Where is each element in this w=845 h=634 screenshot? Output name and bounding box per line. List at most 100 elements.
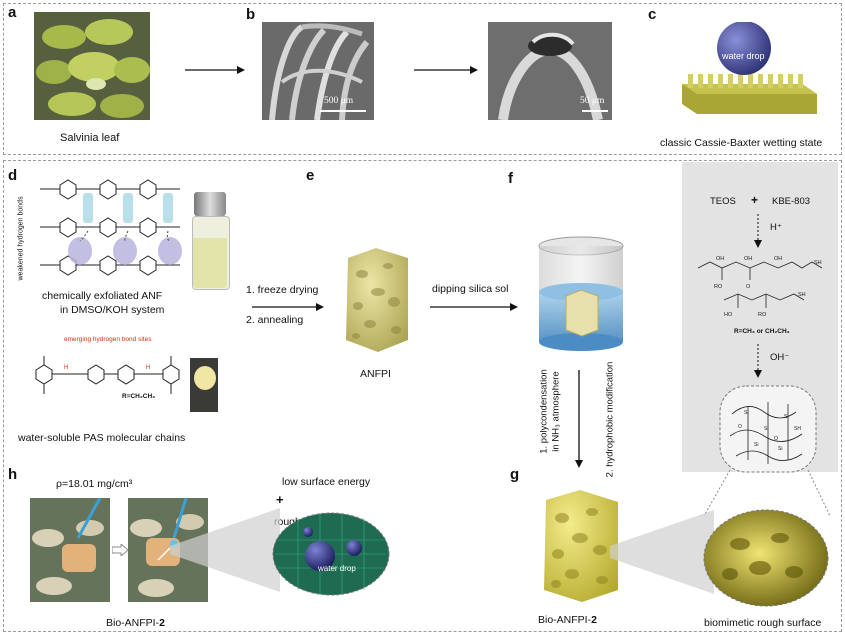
biomimetic-surface-caption: biomimetic rough surface [704, 617, 822, 629]
plus-sign-h: + [276, 492, 284, 507]
svg-text:H: H [146, 365, 150, 371]
cassie-caption: classic Cassie-Baxter wetting state [660, 137, 823, 149]
svg-text:SH: SH [794, 426, 801, 432]
svg-text:HO: HO [724, 312, 733, 318]
bio-anfpi-num-h: 2 [159, 617, 165, 629]
bio-anfpi-caption-g: Bio-ANFPI-2 [538, 614, 597, 626]
svg-text:Si: Si [764, 426, 768, 432]
sem-eggbeater-drawing [488, 22, 612, 120]
svg-text:Si: Si [778, 446, 782, 452]
zoom-wedge-g [610, 510, 714, 594]
kbe-label: KBE-803 [772, 196, 811, 207]
pas-structure-drawing: H H [35, 356, 180, 394]
panel-letter-f: f [508, 170, 513, 187]
rough-surface-zoom-drawing [703, 509, 829, 607]
panel-letter-a: a [8, 4, 17, 21]
bio-anfpi-num-g: 2 [591, 614, 597, 626]
density-label: ρ=18.01 mg/cm³ [56, 478, 133, 490]
arrow-d-to-e [252, 303, 324, 311]
top-panel-frame [3, 3, 842, 155]
hydrophobic-label-wrap: 2. hydrophobic modification [602, 362, 616, 478]
svg-text:Si: Si [744, 410, 748, 416]
zoom-connector-lines [703, 470, 831, 517]
scalebar-50 [582, 110, 608, 112]
pas-caption: water-soluble PAS molecular chains [18, 432, 186, 444]
polycondensation-line1: 1. polycondensation [538, 369, 550, 454]
anfpi-sponge-drawing [346, 248, 408, 352]
grass-sponge-drawing-1 [30, 498, 110, 602]
arrow-e-to-f [430, 303, 518, 311]
panel-letter-h: h [8, 466, 18, 483]
svg-text:SH: SH [798, 292, 806, 298]
scalebar-500 [320, 110, 366, 112]
salvinia-leaves-drawing [34, 12, 150, 120]
anf-structure-drawing [40, 179, 182, 276]
plus-sign-right: + [751, 193, 759, 207]
panel-letter-d: d [8, 167, 18, 184]
emerging-hbond-label: emerging hydrogen bond sites [64, 336, 152, 343]
panel-letter-b: b [246, 6, 256, 23]
svg-text:OH: OH [774, 256, 782, 262]
anf-caption-line2: in DMSO/KOH system [60, 304, 165, 316]
svg-text:RO: RO [758, 312, 767, 318]
salvinia-leaf-photo [34, 12, 150, 120]
cassie-baxter-drawing [682, 22, 817, 114]
svg-text:Si: Si [784, 414, 788, 420]
anf-caption-line1: chemically exfoliated ANF [42, 290, 163, 302]
bottom-panel-frame [3, 160, 842, 632]
rough-surface-drop-zoom [272, 512, 390, 596]
sem-image-50um: 50 μm [488, 22, 612, 120]
bio-anfpi-caption-h: Bio-ANFPI-2 [106, 617, 165, 629]
svg-text:Si: Si [754, 442, 758, 448]
bio-anfpi-text-h: Bio-ANFPI- [106, 617, 160, 629]
sem-image-500um: 500 μm [262, 22, 374, 120]
sem-hairs-drawing [262, 22, 374, 120]
zoom-wedge-h [170, 508, 280, 592]
anfpi-caption: ANFPI [360, 368, 391, 380]
panel-letter-e: e [306, 167, 315, 184]
freeze-drying-label: 1. freeze drying [246, 284, 319, 296]
acid-arrow [754, 214, 762, 248]
dipping-label: dipping silica sol [432, 283, 509, 295]
arrow-b1-to-b2 [414, 66, 478, 74]
base-arrow [754, 344, 762, 378]
svg-text:SH: SH [814, 260, 822, 266]
silane-structure-drawing: OH OH OH SH RO O HO RO SH [697, 256, 823, 318]
panel-letter-g: g [510, 466, 520, 483]
r-label-right: R=CH₃ or CH₂CH₃ [734, 328, 790, 335]
bio-anfpi-text-g: Bio-ANFPI- [538, 614, 592, 626]
svg-text:O: O [738, 424, 742, 430]
scale-label-500um: 500 μm [324, 96, 354, 106]
polycondensation-label: 1. polycondensation in NH₃ atmosphere [536, 366, 562, 462]
svg-text:O: O [774, 436, 778, 442]
panel-letter-c: c [648, 6, 657, 23]
weakened-hbonds-label: weakened hydrogen bonds [17, 196, 25, 281]
svg-text:RO: RO [714, 284, 723, 290]
svg-text:OH: OH [716, 256, 724, 262]
scale-label-50um: 50 μm [580, 96, 605, 106]
acid-label: H⁺ [770, 222, 782, 233]
salvinia-caption: Salvinia leaf [60, 132, 120, 144]
svg-text:H: H [64, 365, 68, 371]
low-energy-label: low surface energy [282, 476, 371, 488]
anf-vial-photo [190, 192, 230, 292]
polycondensation-line2: in NH₃ atmosphere [550, 371, 562, 452]
bio-anfpi-photo-1 [30, 498, 110, 602]
arrow-a-to-b [185, 66, 245, 74]
pas-photo [190, 358, 218, 412]
teos-label: TEOS [710, 196, 736, 207]
arrow-f-to-g [575, 370, 583, 468]
svg-text:OH: OH [744, 256, 752, 262]
bio-anfpi-photo-2 [128, 498, 208, 602]
hydrophobic-modification-label: 2. hydrophobic modification [604, 361, 616, 478]
base-label: OH⁻ [770, 352, 790, 363]
beaker-drawing [538, 236, 624, 351]
arrow-h1-to-h2 [112, 544, 128, 556]
bio-anfpi-sponge-drawing [544, 490, 618, 602]
pas-r-group: R=CH₂CH₃ [122, 393, 156, 400]
svg-text:O: O [746, 284, 751, 290]
cassie-drop-label: water drop [722, 51, 765, 61]
h-drop-label: water drop [318, 564, 356, 573]
annealing-label: 2. annealing [246, 314, 304, 326]
